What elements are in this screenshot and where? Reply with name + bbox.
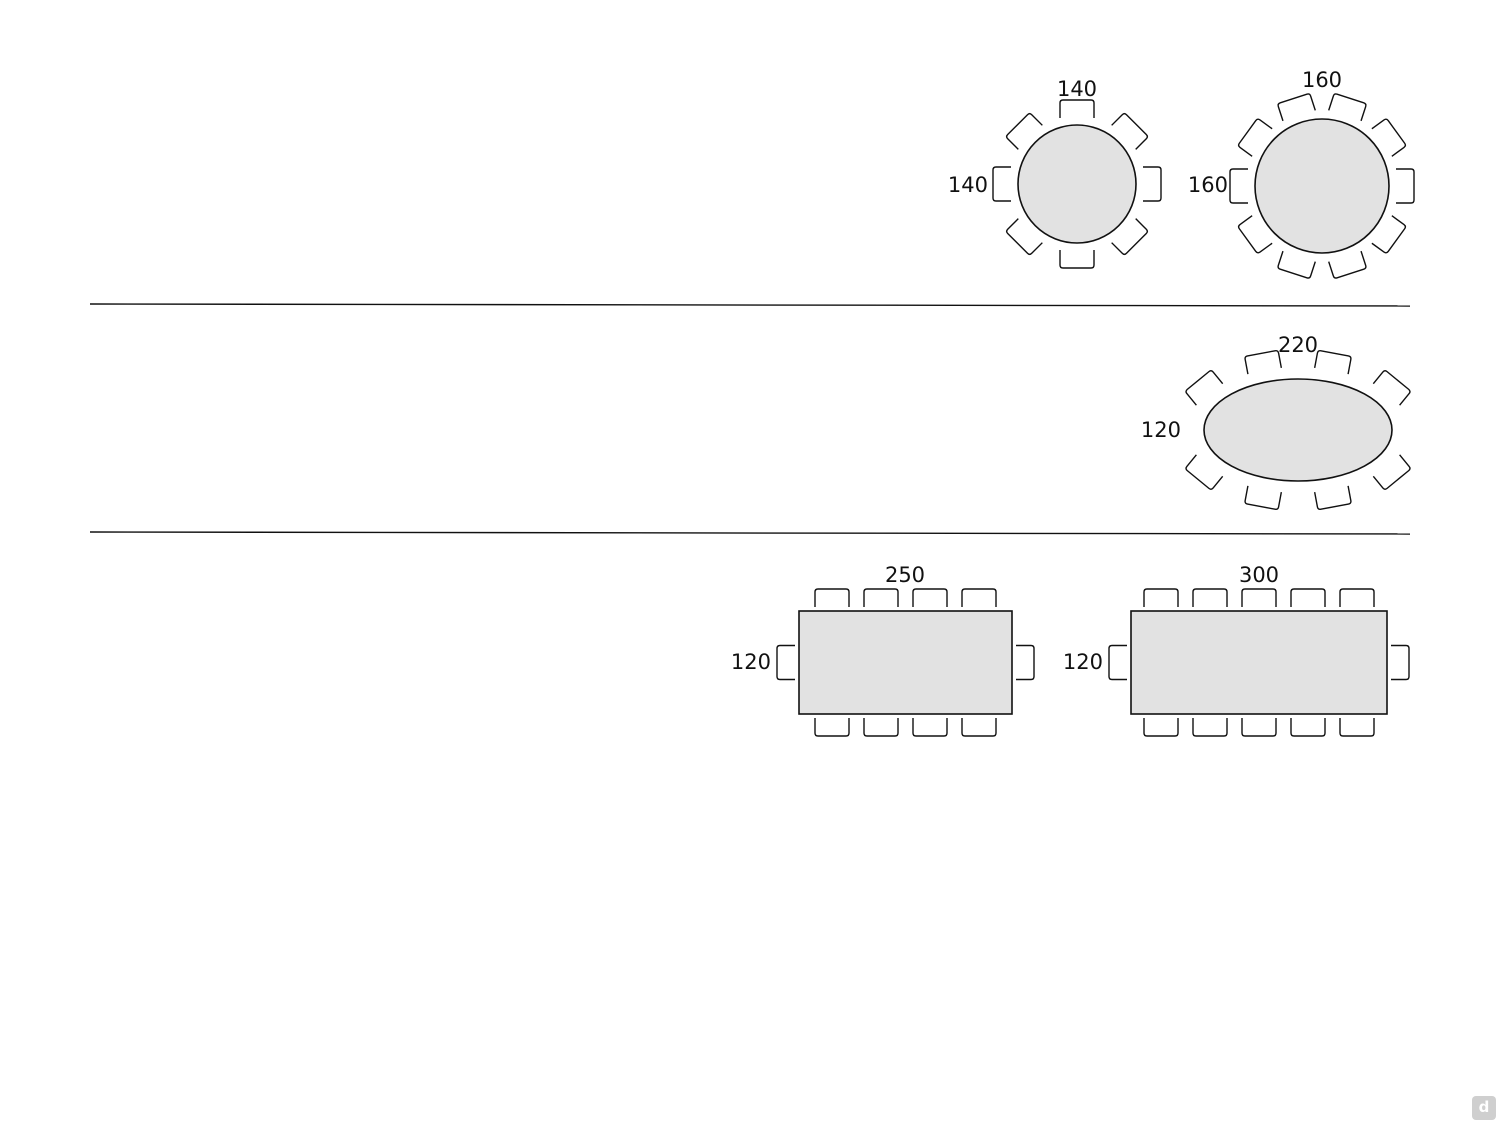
chair	[1059, 250, 1095, 269]
dimension-label-width: 120	[1141, 418, 1181, 442]
chair	[1313, 349, 1352, 375]
chair	[1143, 718, 1179, 737]
chair	[1328, 93, 1367, 122]
oval-table-220x120: 220 120	[1141, 333, 1411, 511]
chair	[814, 718, 850, 737]
chair	[1290, 588, 1326, 607]
chair	[912, 718, 948, 737]
round-table-160: 160 160	[1188, 68, 1415, 279]
chair	[1185, 370, 1224, 406]
chair	[1339, 588, 1375, 607]
chair	[1290, 718, 1326, 737]
chairs	[1108, 588, 1410, 737]
dimension-label-length: 250	[885, 563, 925, 587]
rect-table-300x120: 300 120	[1063, 563, 1410, 737]
table-top	[1254, 118, 1390, 254]
rect-table-250x120: 250 120	[731, 563, 1035, 737]
chair	[961, 718, 997, 737]
chairs	[992, 99, 1162, 269]
round-table-140: 140 140	[948, 77, 1162, 269]
chair	[1372, 370, 1411, 406]
chairs	[1185, 349, 1411, 511]
chair	[1016, 644, 1035, 681]
chair	[1391, 644, 1410, 681]
chair	[814, 588, 850, 607]
section-divider-2	[89, 531, 1411, 535]
chair	[1339, 718, 1375, 737]
chair	[1192, 588, 1228, 607]
chair	[1185, 454, 1224, 490]
chair	[912, 588, 948, 607]
chair	[776, 644, 795, 681]
chair	[1328, 250, 1367, 279]
chair	[1277, 93, 1316, 122]
chair	[1241, 718, 1277, 737]
chair	[863, 718, 899, 737]
watermark-logo: d	[1472, 1096, 1496, 1120]
section-divider-1	[89, 303, 1411, 307]
chair	[1371, 215, 1407, 254]
chair	[1372, 454, 1411, 490]
dimension-label-width: 120	[731, 650, 771, 674]
chair	[961, 588, 997, 607]
chair	[863, 588, 899, 607]
dimension-label-length: 220	[1278, 333, 1318, 357]
chair	[1396, 168, 1415, 204]
dimension-label-top: 140	[1057, 77, 1097, 101]
table-top	[1130, 610, 1388, 715]
chair	[1241, 588, 1277, 607]
chair	[1005, 112, 1043, 150]
chair	[1313, 485, 1352, 511]
chair	[1108, 644, 1127, 681]
table-top	[798, 610, 1013, 715]
chair	[1244, 485, 1283, 511]
chair	[1371, 118, 1407, 157]
dimension-label-side: 160	[1188, 173, 1228, 197]
table-top	[1017, 124, 1137, 244]
chair	[1005, 218, 1043, 256]
chair	[1277, 250, 1316, 279]
chair	[1244, 349, 1283, 375]
dimension-label-top: 160	[1302, 68, 1342, 92]
chair	[1059, 99, 1095, 118]
chair	[1111, 112, 1149, 150]
chairs	[1229, 93, 1415, 279]
chair	[1143, 588, 1179, 607]
chair	[1192, 718, 1228, 737]
dimension-label-side: 140	[948, 173, 988, 197]
chairs	[776, 588, 1035, 737]
table-top	[1203, 378, 1393, 482]
dimension-label-width: 120	[1063, 650, 1103, 674]
dimension-label-length: 300	[1239, 563, 1279, 587]
chair	[1237, 118, 1273, 157]
chair	[1237, 215, 1273, 254]
chair	[1111, 218, 1149, 256]
chair	[1143, 166, 1162, 202]
chair	[992, 166, 1011, 202]
chair	[1229, 168, 1248, 204]
